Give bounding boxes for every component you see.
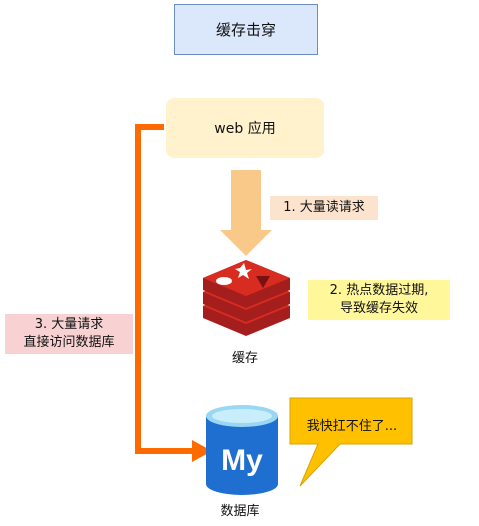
speech-bubble (289, 397, 413, 487)
step1-label: 1. 大量读请求 (270, 196, 378, 220)
speech-text: 我快扛不住了... (306, 418, 398, 434)
database-caption: 数据库 (220, 504, 260, 519)
step2-line2: 导致缓存失效 (339, 301, 418, 316)
direct-access-arrow (135, 124, 212, 462)
step3-line1: 3. 大量请求 (34, 317, 104, 333)
cache-caption: 缓存 (231, 351, 258, 366)
mysql-database-icon: My (206, 405, 278, 495)
step2-label: 2. 热点数据过期, 导致缓存失效 (308, 280, 450, 320)
diagram-title: 缓存击穿 (174, 4, 318, 55)
step3-line2: 直接访问数据库 (23, 335, 115, 350)
read-requests-arrow (220, 170, 272, 256)
step2-line1: 2. 热点数据过期, (329, 283, 429, 299)
step3-label: 3. 大量请求 直接访问数据库 (5, 314, 133, 354)
web-app-label: web 应用 (214, 121, 276, 137)
redis-cache-icon (203, 260, 290, 336)
mysql-logo-text: My (221, 444, 263, 477)
web-app-node: web 应用 (166, 98, 324, 158)
